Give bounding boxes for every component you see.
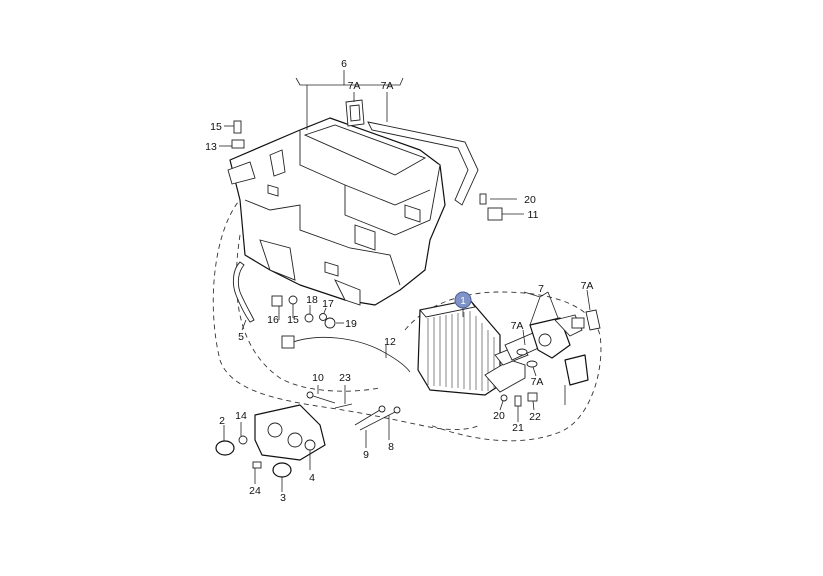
callout-7a-top2[interactable]: 7A bbox=[381, 80, 394, 92]
callout-10[interactable]: 10 bbox=[312, 372, 324, 384]
drain-hose[interactable] bbox=[232, 261, 255, 323]
callout-14[interactable]: 14 bbox=[235, 410, 247, 422]
seal-ring-right[interactable] bbox=[585, 309, 601, 331]
screw-15-top[interactable] bbox=[233, 120, 242, 134]
cable-9[interactable] bbox=[354, 409, 381, 426]
screw-21[interactable] bbox=[514, 395, 522, 407]
screw-20-low[interactable] bbox=[500, 394, 508, 402]
spring-clip-14[interactable] bbox=[238, 435, 248, 445]
callout-1[interactable]: 1 bbox=[460, 296, 466, 307]
callout-23[interactable]: 23 bbox=[339, 372, 351, 384]
callout-13[interactable]: 13 bbox=[205, 141, 217, 153]
cable-8-eye-icon bbox=[393, 406, 401, 414]
callout-7a-low[interactable]: 7A bbox=[531, 376, 544, 388]
callout-7[interactable]: 7 bbox=[538, 283, 544, 295]
pin-24[interactable] bbox=[252, 461, 262, 469]
control-cable[interactable] bbox=[284, 336, 411, 373]
callout-11[interactable]: 11 bbox=[528, 209, 539, 221]
grommet-19[interactable] bbox=[324, 317, 336, 329]
callout-17[interactable]: 17 bbox=[322, 298, 334, 310]
screw-15-mid[interactable] bbox=[288, 295, 298, 305]
callout-15-mid[interactable]: 15 bbox=[287, 314, 299, 326]
callout-9[interactable]: 9 bbox=[363, 449, 369, 461]
callout-21[interactable]: 21 bbox=[512, 422, 524, 434]
washer-17[interactable] bbox=[319, 313, 327, 321]
callout-7a-right[interactable]: 7A bbox=[581, 280, 594, 292]
callout-4[interactable]: 4 bbox=[309, 472, 315, 484]
washer-18[interactable] bbox=[304, 313, 314, 323]
callout-18[interactable]: 18 bbox=[306, 294, 318, 306]
callout-19[interactable]: 19 bbox=[345, 318, 357, 330]
cable-end-clip bbox=[281, 335, 295, 349]
callout-5[interactable]: 5 bbox=[238, 331, 244, 343]
callout-20-low[interactable]: 20 bbox=[493, 410, 505, 422]
pipe-connector[interactable] bbox=[504, 314, 585, 361]
cable-10[interactable] bbox=[309, 394, 336, 404]
control-unit[interactable] bbox=[254, 404, 326, 461]
gasket-top-left[interactable] bbox=[345, 99, 365, 127]
screw-20-top[interactable] bbox=[479, 193, 487, 205]
rotary-knob-left[interactable] bbox=[215, 440, 235, 456]
cable-10-eye-icon bbox=[306, 391, 314, 399]
o-ring-mid[interactable] bbox=[516, 348, 528, 356]
callout-24[interactable]: 24 bbox=[249, 485, 261, 497]
callout-20-top[interactable]: 20 bbox=[524, 194, 536, 206]
gasket-frame[interactable] bbox=[367, 121, 479, 206]
callout-3[interactable]: 3 bbox=[280, 492, 286, 504]
callout-7a-top1[interactable]: 7A bbox=[348, 80, 361, 92]
relay-11[interactable] bbox=[487, 207, 503, 221]
o-ring-low[interactable] bbox=[526, 360, 538, 368]
nut-13[interactable] bbox=[231, 139, 245, 149]
bracket-22[interactable] bbox=[527, 392, 538, 402]
callout-2[interactable]: 2 bbox=[219, 415, 225, 427]
clip-16[interactable] bbox=[271, 295, 283, 307]
callout-22[interactable]: 22 bbox=[529, 411, 541, 423]
callout-1-highlight-icon[interactable] bbox=[454, 291, 472, 309]
leader-lines bbox=[219, 70, 591, 492]
heater-housing[interactable] bbox=[227, 117, 446, 306]
callout-8[interactable]: 8 bbox=[388, 441, 394, 453]
assembly-dashed-outline bbox=[212, 189, 602, 442]
rotary-knob-bottom[interactable] bbox=[272, 462, 292, 478]
cable-8[interactable] bbox=[359, 411, 396, 431]
cable-23[interactable] bbox=[334, 403, 353, 409]
callout-12[interactable]: 12 bbox=[384, 336, 396, 348]
callout-16[interactable]: 16 bbox=[267, 314, 279, 326]
valve-right[interactable] bbox=[564, 354, 589, 405]
callout-6[interactable]: 6 bbox=[341, 58, 347, 70]
callout-7a-mid[interactable]: 7A bbox=[511, 320, 524, 332]
cable-9-eye-icon bbox=[378, 405, 386, 413]
callout-15-top[interactable]: 15 bbox=[210, 121, 222, 133]
